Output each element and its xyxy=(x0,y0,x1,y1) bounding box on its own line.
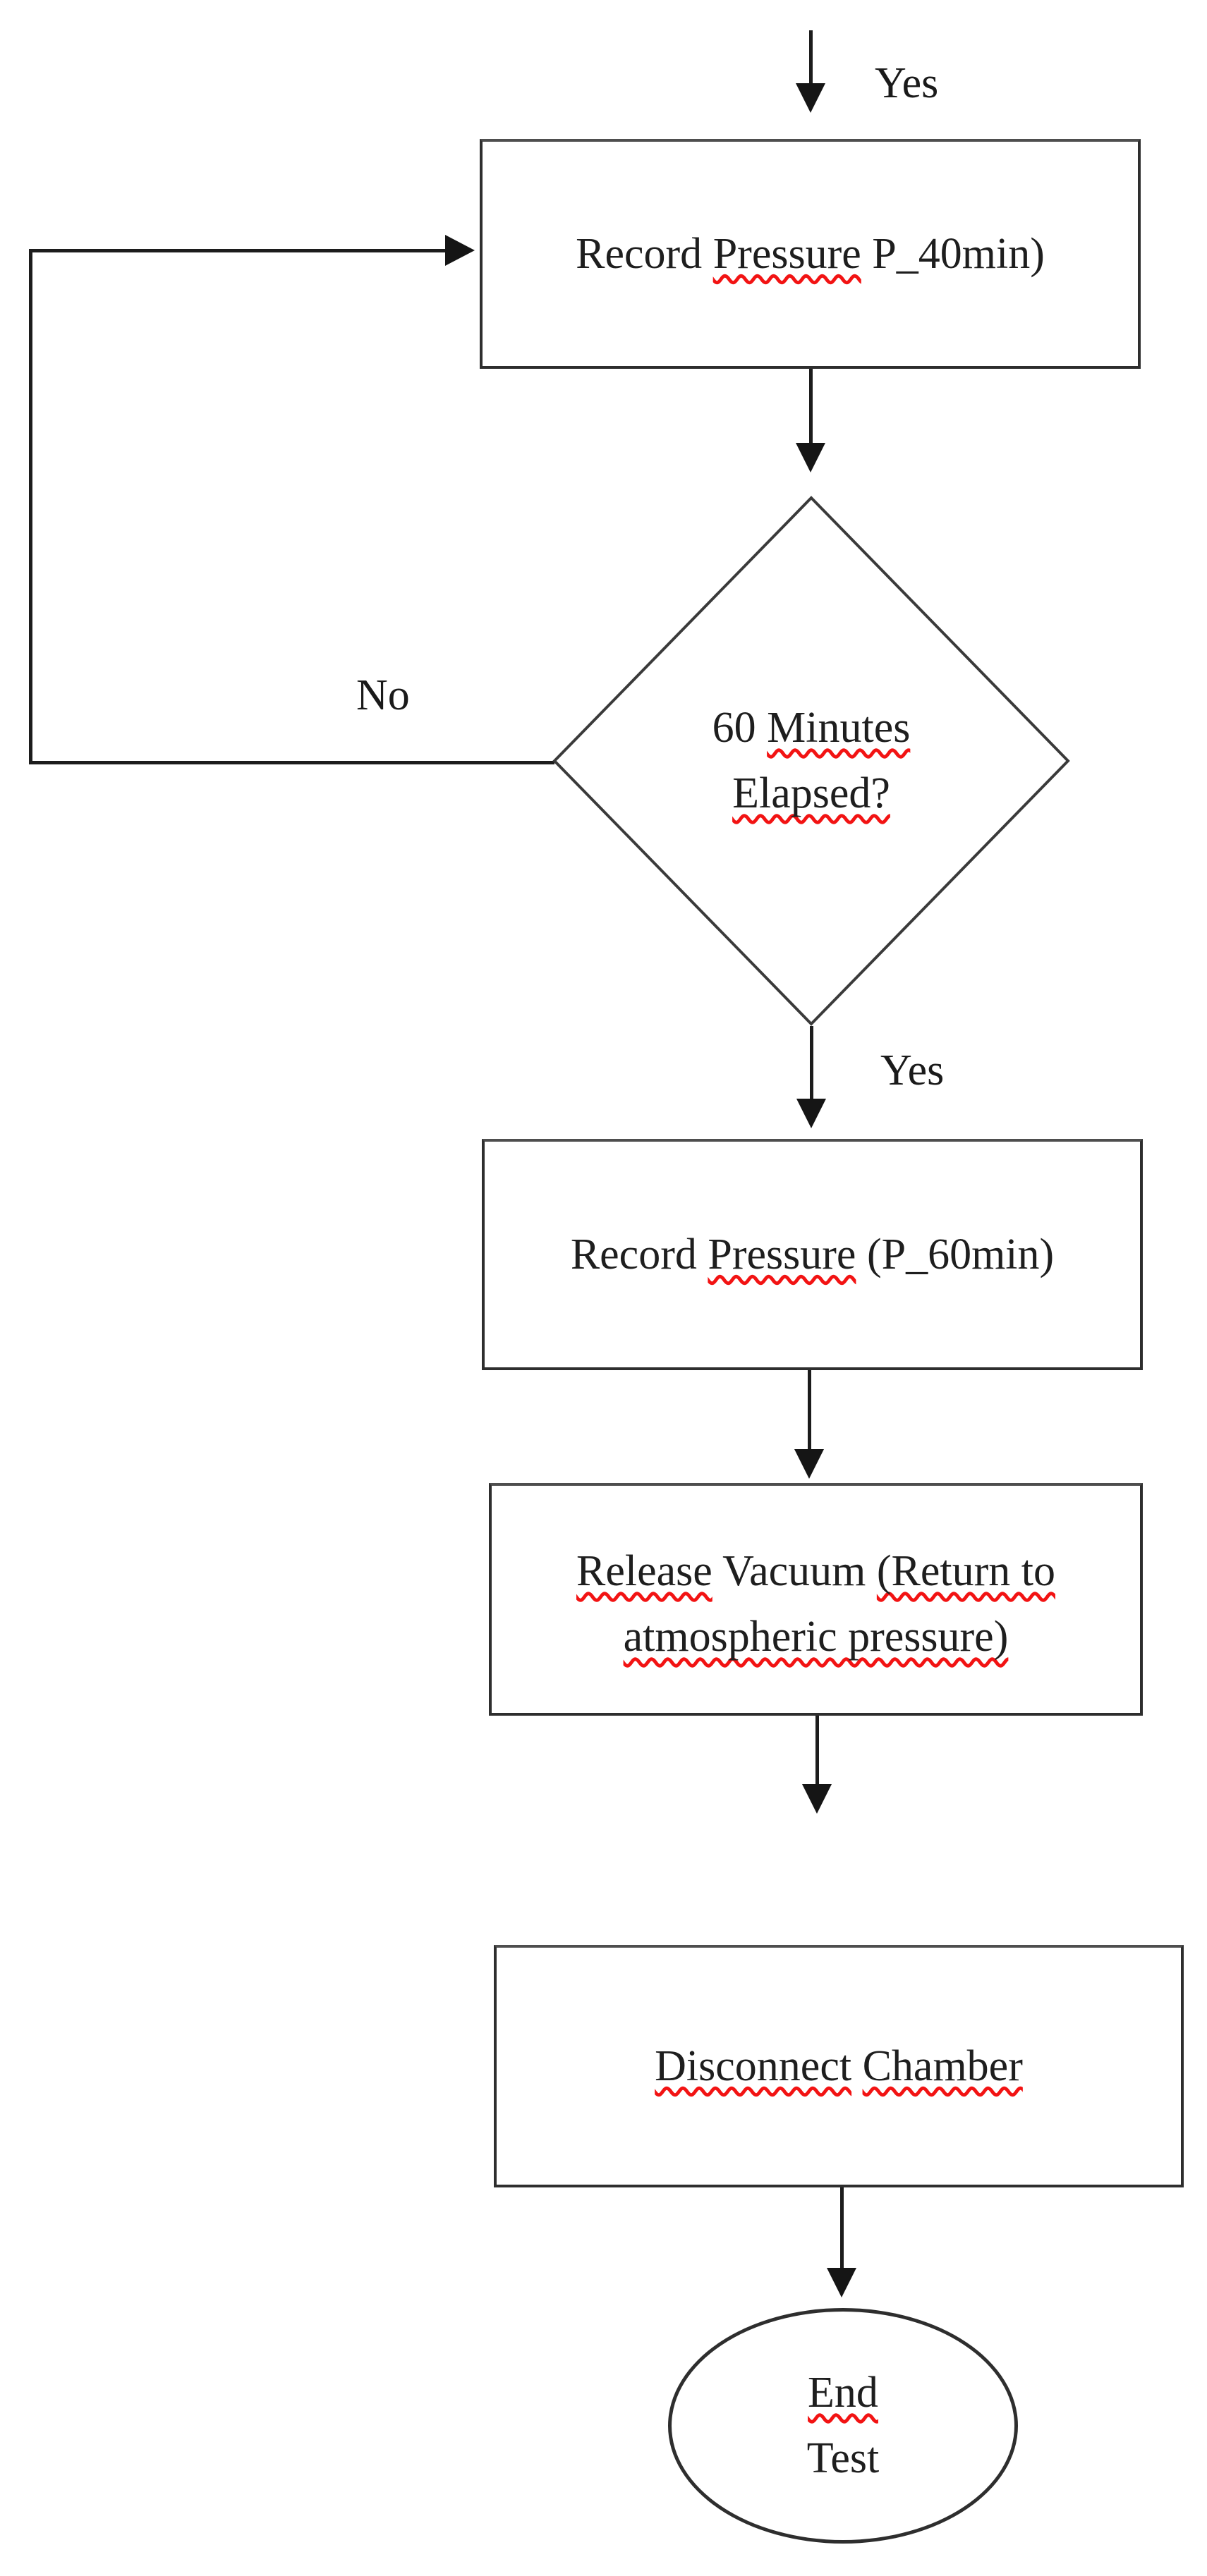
text-segment: Record xyxy=(576,229,713,278)
connector-no-vertical-line xyxy=(29,249,32,764)
connector-box1-to-decision-arrowhead xyxy=(796,443,825,472)
connector-decision-to-box2-arrowhead xyxy=(796,1099,826,1128)
text-segment: P_40min) xyxy=(861,229,1045,278)
connector-box3-down-line xyxy=(815,1716,819,1786)
node-record-pressure-60min-label: Record Pressure (P_60min) xyxy=(571,1222,1054,1288)
text-segment-misspelled: Minutes xyxy=(767,704,911,752)
text-segment-misspelled: Disconnect xyxy=(655,2041,852,2090)
text-segment-misspelled: End xyxy=(808,2369,878,2417)
text-segment-misspelled: atmospheric pressure) xyxy=(623,1613,1009,1661)
edge-label-yes-below-decision: Yes xyxy=(880,1046,945,1094)
connector-box2-to-box3-arrowhead xyxy=(794,1449,824,1479)
connector-entry-arrowhead xyxy=(796,83,825,113)
connector-box1-to-decision-line xyxy=(809,369,813,444)
text-segment: Test xyxy=(806,2434,880,2482)
decision-diamond-shape xyxy=(552,496,1070,1026)
text-segment-misspelled: Pressure xyxy=(712,229,861,278)
connector-no-return-arrowhead xyxy=(445,235,475,266)
text-segment: Record xyxy=(570,1230,708,1278)
connector-no-return-line xyxy=(29,249,447,252)
node-disconnect-chamber: Disconnect Chamber xyxy=(494,1945,1184,2187)
edge-label-no: No xyxy=(356,671,410,719)
node-record-pressure-60min: Record Pressure (P_60min) xyxy=(482,1139,1143,1370)
node-release-vacuum: Release Vacuum (Return to atmospheric pre… xyxy=(489,1483,1143,1716)
connector-decision-to-box2-line xyxy=(810,1026,813,1100)
node-record-pressure-40min: Record Pressure P_40min) xyxy=(480,139,1141,369)
connector-no-horizontal-line xyxy=(29,761,554,764)
node-release-vacuum-label: Release Vacuum (Return to atmospheric pre… xyxy=(576,1539,1055,1670)
text-segment: Vacuum xyxy=(712,1547,877,1595)
text-segment: (P_60min) xyxy=(856,1230,1055,1278)
connector-box4-to-end-arrowhead xyxy=(827,2268,856,2297)
connector-box2-to-box3-line xyxy=(808,1370,811,1451)
text-segment xyxy=(851,2042,863,2090)
node-record-pressure-40min-label: Record Pressure P_40min) xyxy=(576,221,1045,287)
text-segment-misspelled: Release xyxy=(576,1547,712,1595)
edge-label-yes-top: Yes xyxy=(875,59,939,107)
text-segment: 60 xyxy=(712,704,768,752)
text-segment-misspelled: Pressure xyxy=(708,1230,856,1278)
connector-entry-line xyxy=(809,30,813,85)
connector-box3-down-arrowhead xyxy=(802,1784,832,1814)
text-segment-misspelled: Elapsed? xyxy=(732,769,890,817)
connector-box4-to-end-line xyxy=(840,2187,844,2269)
node-disconnect-chamber-label: Disconnect Chamber xyxy=(655,2034,1023,2099)
text-segment-misspelled: (Return to xyxy=(876,1547,1055,1595)
text-segment-misspelled: Chamber xyxy=(862,2041,1023,2090)
